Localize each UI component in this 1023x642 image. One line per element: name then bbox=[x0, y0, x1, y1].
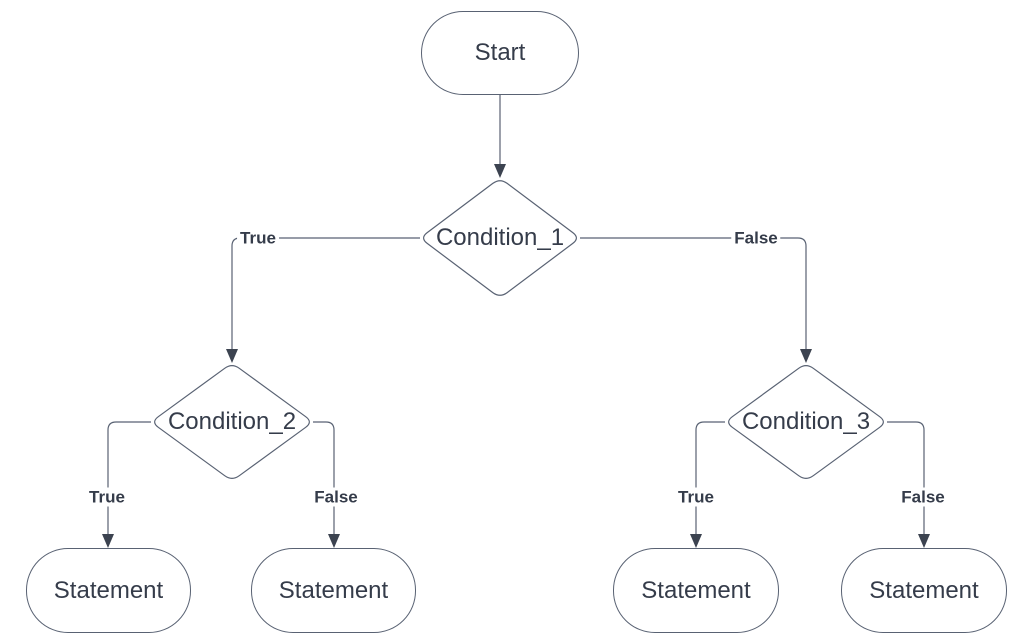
edge-condition2-statement1[interactable] bbox=[107, 421, 151, 534]
arrowhead-into-statement1 bbox=[102, 534, 114, 548]
node-statement-3[interactable]: Statement bbox=[613, 548, 779, 633]
arrowhead-into-condition3 bbox=[800, 349, 812, 363]
edge-condition3-statement3[interactable] bbox=[695, 421, 725, 534]
arrowhead-into-condition1 bbox=[494, 164, 506, 178]
node-statement-1-label: Statement bbox=[53, 576, 164, 604]
arrowhead-into-statement3 bbox=[690, 534, 702, 548]
edge-label-condition2-false[interactable]: False bbox=[311, 487, 361, 507]
node-start[interactable]: Start bbox=[421, 11, 579, 95]
edge-label-condition3-false[interactable]: False bbox=[898, 487, 948, 507]
node-statement-4[interactable]: Statement bbox=[841, 548, 1007, 633]
node-condition1-shape[interactable] bbox=[423, 180, 577, 296]
edge-label-condition3-true[interactable]: True bbox=[675, 487, 717, 507]
node-statement-1[interactable]: Statement bbox=[26, 548, 191, 633]
edge-label-condition1-true[interactable]: True bbox=[237, 228, 279, 248]
edge-label-condition1-false[interactable]: False bbox=[731, 228, 781, 248]
node-statement-2-label: Statement bbox=[278, 576, 389, 604]
node-condition3-shape[interactable] bbox=[728, 365, 884, 479]
node-statement-2[interactable]: Statement bbox=[251, 548, 416, 633]
edge-label-condition2-true[interactable]: True bbox=[86, 487, 128, 507]
edge-condition2-statement2[interactable] bbox=[313, 421, 335, 534]
edge-condition3-statement4[interactable] bbox=[887, 421, 925, 534]
node-statement-3-label: Statement bbox=[641, 576, 751, 604]
node-start-label: Start bbox=[474, 39, 526, 66]
arrowhead-into-statement4 bbox=[918, 534, 930, 548]
arrowhead-into-statement2 bbox=[328, 534, 340, 548]
edge-condition1-condition2[interactable] bbox=[231, 237, 420, 349]
edge-condition1-condition3[interactable] bbox=[580, 237, 807, 349]
node-condition2-shape[interactable] bbox=[154, 365, 310, 479]
arrowhead-into-condition2 bbox=[226, 349, 238, 363]
node-statement-4-label: Statement bbox=[869, 576, 979, 604]
